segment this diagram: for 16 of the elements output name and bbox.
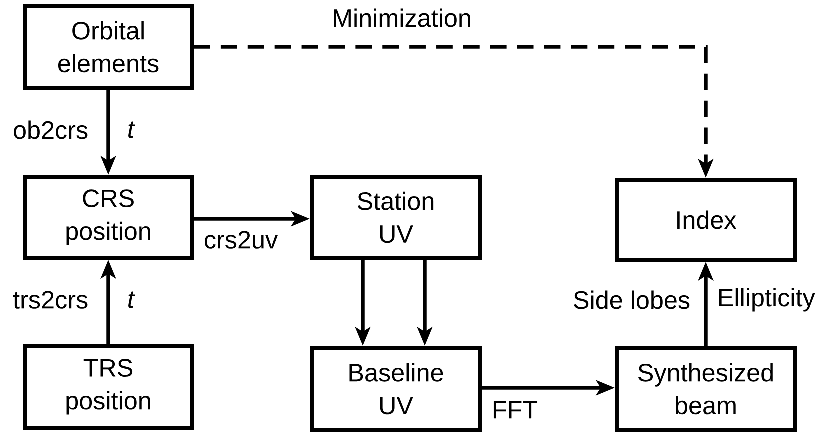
edge-label: Minimization [330, 8, 474, 28]
edge-label: ob2crs [12, 120, 90, 140]
label: t [128, 292, 136, 308]
label: Ellipticity [719, 288, 816, 312]
process-box: TRS position [23, 344, 194, 430]
edge-label: FFT [490, 400, 540, 420]
label: t [128, 122, 136, 138]
process-box: Synthesized beam [615, 346, 797, 432]
edge-label: crs2uv [202, 230, 280, 250]
process-box: Station UV [310, 175, 482, 260]
process-box: CRS position [23, 175, 194, 260]
process-box: Baseline UV [310, 346, 482, 432]
edge-label: Side lobes [572, 290, 692, 310]
edge-label: trs2crs [12, 290, 90, 310]
process-box: Index [615, 178, 797, 262]
process-box: Orbital elements [23, 4, 194, 90]
